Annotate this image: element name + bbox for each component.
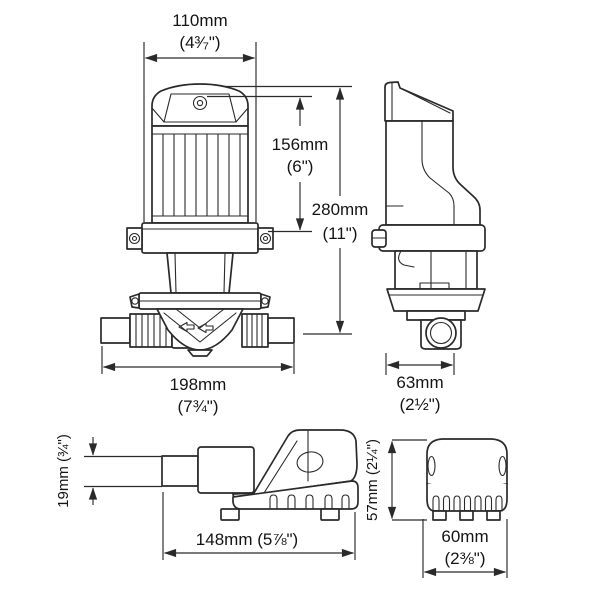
dim-198-extension-lines: [101, 344, 295, 374]
band-clamp: [141, 222, 259, 254]
dome-screw-center-icon: [196, 99, 204, 107]
dim-280-in: (11"): [322, 224, 357, 243]
side-port-inner-icon: [429, 321, 453, 345]
dim-63-mm: 63mm: [396, 373, 443, 392]
clamp-right-screw-center-icon: [262, 235, 269, 242]
end-foot-left: [432, 510, 447, 521]
end-dome-left-oval: [427, 455, 436, 477]
dim-110-in: (4³⁄₇"): [179, 33, 220, 52]
dim-198-mm: 198mm: [170, 375, 227, 394]
dim-60-mm: 60mm: [441, 527, 488, 546]
dim-19-label: 19mm (¾"): [55, 434, 72, 508]
left-port-end: [100, 317, 131, 344]
right-port-ribs: [241, 313, 269, 348]
motor-body: [151, 125, 249, 224]
end-dome: [426, 438, 508, 489]
motor-taper-lines: [174, 252, 226, 294]
motor-dome-edge: [151, 107, 249, 123]
end-skirt-ribs: [432, 495, 503, 512]
dim-148-label: 148mm (5⅞"): [196, 530, 298, 549]
band-clamp-left-ear: [126, 227, 143, 250]
front-view: 110mm (4³⁄₇") 156mm (6") 280mm (11") 198…: [100, 11, 369, 416]
band-clamp-right-ear: [257, 227, 274, 250]
valve-housing-tab: [187, 349, 213, 357]
flange-right-hole-icon: [261, 297, 269, 305]
dim-156-mm: 156mm: [272, 135, 329, 154]
side-body: [385, 120, 481, 226]
valve-housing-ridge-1: [163, 312, 237, 343]
inline-view: 19mm (¾") 148mm (5⅞"): [55, 429, 359, 560]
inline-oval-detail: [296, 451, 324, 473]
clamp-left-screw-icon: [128, 232, 141, 245]
dim-280-mm: 280mm: [312, 200, 369, 219]
dim-280-extension-lines: [224, 85, 352, 335]
inline-base: [232, 480, 359, 510]
dim-60-extension-lines: [422, 519, 508, 578]
inline-wedge-line: [263, 440, 298, 494]
dim-63-extension-lines: [385, 353, 455, 375]
inline-hose-port: [161, 455, 199, 487]
motor-cooling-ribs: [151, 133, 249, 217]
side-top-cap: [384, 81, 454, 122]
inline-step-body: [197, 446, 255, 494]
dim-63-in: (2½"): [400, 395, 441, 414]
flow-direction-arrow-left: [178, 321, 195, 333]
right-port-rib-lines: [246, 313, 263, 348]
clamp-left-screw-center-icon: [131, 235, 138, 242]
side-top-cap-lines: [391, 81, 451, 122]
flow-direction-arrow-center: [197, 322, 214, 334]
dim-19-extension-lines: [84, 455, 162, 488]
right-port-end: [267, 317, 295, 344]
dim-110-extension-lines: [143, 42, 257, 222]
side-band-clamp: [378, 224, 486, 252]
side-view: 63mm (2½"): [371, 81, 486, 414]
left-port-rib-lines: [135, 313, 167, 348]
side-flange-lines: [388, 282, 484, 296]
inline-base-ribs: [269, 494, 350, 510]
flange-left-ear: [129, 293, 140, 309]
dim-198-in: (7¾"): [178, 397, 219, 416]
dim-60-in: (2⅜"): [445, 549, 486, 568]
dim-110-mm: 110mm: [172, 11, 227, 30]
dim-156-extension-lines: [207, 95, 312, 233]
clamp-right-screw-icon: [259, 232, 272, 245]
dim-148-extension-lines: [162, 492, 356, 560]
end-foot-right: [486, 510, 501, 521]
end-view: 57mm (2¼") 60mm (2⅜"): [364, 438, 508, 578]
motor-dome: [151, 83, 249, 127]
dim-156-in: (6"): [287, 157, 314, 176]
flange-right-ear: [260, 293, 271, 309]
end-foot-center: [459, 510, 474, 521]
valve-housing-ridge-2: [175, 308, 225, 329]
flange-left-hole-icon: [131, 297, 139, 305]
end-dome-right-oval: [498, 455, 507, 477]
inline-left-foot: [220, 508, 240, 521]
side-flange: [386, 288, 486, 312]
dim-57-label: 57mm (2¼"): [364, 439, 381, 521]
motor-taper: [166, 252, 234, 294]
dim-57-extension-lines: [392, 439, 427, 521]
dome-screw-icon: [192, 95, 208, 111]
inline-right-foot: [320, 508, 340, 521]
side-body-bend-lines: [385, 120, 455, 226]
